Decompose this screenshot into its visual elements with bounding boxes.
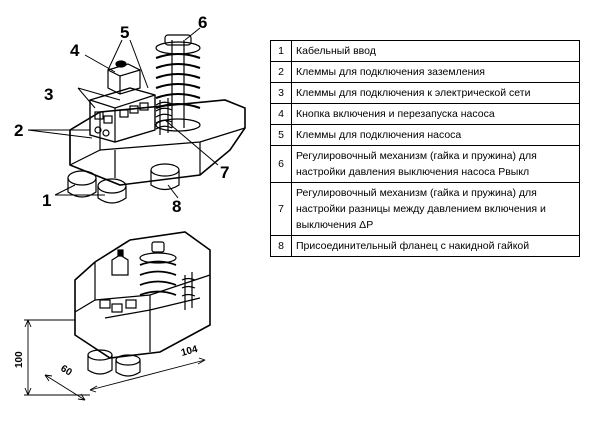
callout-4: 4 [70, 41, 80, 60]
legend-row: 4 Кнопка включения и перезапуска насоса [270, 103, 580, 125]
dimension-width: 104 [180, 344, 199, 359]
callout-6: 6 [198, 13, 207, 32]
legend-number: 2 [270, 61, 292, 83]
legend-number: 5 [270, 124, 292, 146]
callout-1: 1 [42, 191, 51, 210]
dimension-height: 100 [14, 351, 25, 368]
legend-text: Кнопка включения и перезапуска насоса [291, 103, 580, 125]
legend-text: Регулировочный механизм (гайка и пружина… [291, 145, 580, 183]
legend-number: 6 [270, 145, 292, 183]
legend-text: Кабельный ввод [291, 40, 580, 62]
callout-2: 2 [14, 121, 23, 140]
legend-text: Регулировочный механизм (гайка и пружина… [291, 182, 580, 236]
legend-row: 2 Клеммы для подключения заземления [270, 61, 580, 83]
legend-row: 7 Регулировочный механизм (гайка и пружи… [270, 182, 580, 236]
legend-number: 4 [270, 103, 292, 125]
legend-row: 3 Клеммы для подключения к электрической… [270, 82, 580, 104]
callout-5: 5 [120, 23, 129, 42]
pressure-switch-illustration: 1 2 3 4 5 6 7 8 [14, 13, 246, 401]
bottom-device-drawing [74, 231, 211, 377]
legend-row: 1 Кабельный ввод [270, 40, 580, 62]
legend-row: 8 Присоединительный фланец с накидной га… [270, 235, 580, 257]
legend-number: 7 [270, 182, 292, 236]
legend-text: Клеммы для подключения к электрической с… [291, 82, 580, 104]
legend-number: 8 [270, 235, 292, 257]
legend-text: Клеммы для подключения заземления [291, 61, 580, 83]
dimension-lines [24, 319, 206, 401]
callout-7: 7 [220, 163, 229, 182]
legend-row: 6 Регулировочный механизм (гайка и пружи… [270, 145, 580, 183]
legend-table: 1 Кабельный ввод 2 Клеммы для подключени… [270, 40, 580, 257]
callout-leaders [27, 27, 219, 199]
legend-text: Клеммы для подключения насоса [291, 124, 580, 146]
dimension-labels: 100 60 104 [14, 344, 199, 379]
legend-number: 3 [270, 82, 292, 104]
legend-row: 5 Клеммы для подключения насоса [270, 124, 580, 146]
top-device-drawing [67, 34, 246, 204]
dimension-depth: 60 [58, 363, 74, 378]
legend-text: Присоединительный фланец с накидной гайк… [291, 235, 580, 257]
legend-number: 1 [270, 40, 292, 62]
callout-8: 8 [172, 197, 181, 216]
callout-3: 3 [44, 85, 53, 104]
callout-labels: 1 2 3 4 5 6 7 8 [14, 13, 229, 216]
